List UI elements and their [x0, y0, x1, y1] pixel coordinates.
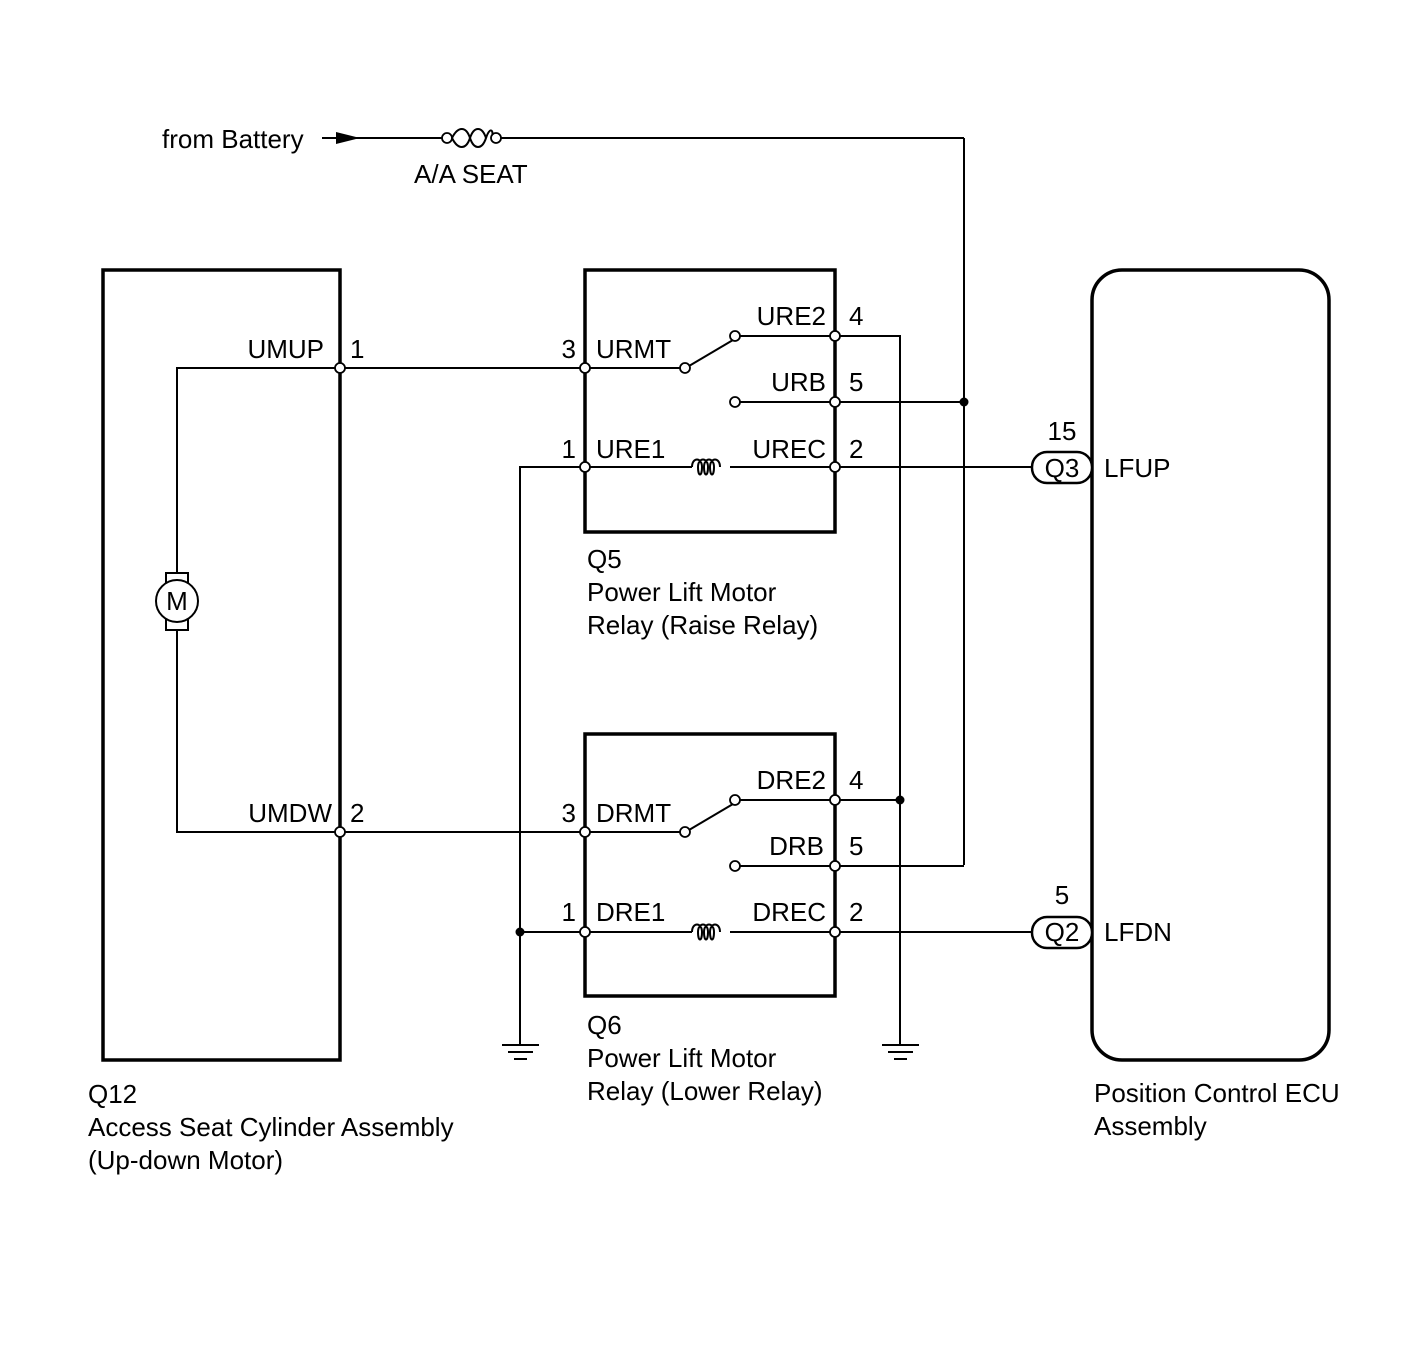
q6-switch-arm: [688, 803, 734, 831]
motor-wire-upper: [176, 367, 340, 573]
ground-icon-right: [882, 1044, 919, 1060]
q5-pin2-number: 2: [849, 434, 863, 464]
q6-pin4-name: DRE2: [757, 765, 826, 795]
q5-pin4-name: URE2: [757, 301, 826, 331]
q5-name: Power Lift Motor: [587, 577, 777, 607]
q6-pin1-name: DRE1: [596, 897, 665, 927]
connector-q3-badge: [1030, 450, 1094, 485]
q6-terminal-5: [829, 860, 841, 872]
q6-contact-no: [729, 794, 741, 806]
ecu-subname: Assembly: [1094, 1111, 1207, 1141]
q6-pin1-number: 1: [562, 897, 576, 927]
ure2-ground-wire: [840, 335, 901, 1045]
q5-terminal-2: [829, 461, 841, 473]
q6-coil-icon: [691, 923, 721, 941]
q5-switch-arm: [688, 339, 734, 367]
q12-code: Q12: [88, 1079, 137, 1109]
fuse-icon: [451, 128, 494, 148]
q5-pin1-number: 1: [562, 434, 576, 464]
battery-arrow-icon: [336, 132, 360, 144]
q6-terminal-2: [829, 926, 841, 938]
q12-pin1-name: UMUP: [247, 334, 324, 364]
q5-switch-pivot: [679, 362, 691, 374]
q6-pin4-number: 4: [849, 765, 863, 795]
ground-icon-left: [502, 1044, 539, 1060]
motor-icon: [155, 579, 199, 623]
q6-pin2-number: 2: [849, 897, 863, 927]
q6-pin5-number: 5: [849, 831, 863, 861]
q5-pin3-number: 3: [562, 334, 576, 364]
ecu-pin-lfdn-name: LFDN: [1104, 917, 1172, 947]
q5-pin1-name: URE1: [596, 434, 665, 464]
q12-subname: (Up-down Motor): [88, 1145, 283, 1175]
q5-code: Q5: [587, 544, 622, 574]
q12-pin2-number: 2: [350, 798, 364, 828]
q5-pin5-name: URB: [771, 367, 826, 397]
q6-name: Power Lift Motor: [587, 1043, 777, 1073]
q5-pin3-name: URMT: [596, 334, 671, 364]
q6-pin2-name: DREC: [752, 897, 826, 927]
q5-terminal-4: [829, 330, 841, 342]
q5-terminal-1: [579, 461, 591, 473]
fuse-terminal-right: [490, 132, 502, 144]
ecu-box: [1090, 268, 1331, 1062]
q5-pin5-number: 5: [849, 367, 863, 397]
q12-terminal-2: [334, 826, 346, 838]
q6-contact-nc: [729, 860, 741, 872]
right-ground-junction: [895, 795, 905, 805]
q5-pin2-name: UREC: [752, 434, 826, 464]
q12-name: Access Seat Cylinder Assembly: [88, 1112, 454, 1142]
ecu-pin-lfdn-number: 5: [1055, 880, 1069, 910]
ecu-pin-lfup-number: 15: [1048, 416, 1077, 446]
connector-q3-label: Q3: [1045, 453, 1080, 483]
battery-source-label: from Battery: [162, 124, 304, 154]
q5-terminal-5: [829, 396, 841, 408]
motor-symbol: M: [166, 586, 188, 616]
q5-terminal-3: [579, 362, 591, 374]
fuse-icon-stroke: [451, 128, 487, 148]
q5-pin4-number: 4: [849, 301, 863, 331]
q5-subname: Relay (Raise Relay): [587, 610, 818, 640]
q5-contact-nc: [729, 396, 741, 408]
ure1-ground-wire: [519, 466, 580, 1045]
q6-terminal-1: [579, 926, 591, 938]
q6-pin3-number: 3: [562, 798, 576, 828]
q12-pin1-number: 1: [350, 334, 364, 364]
q6-code: Q6: [587, 1010, 622, 1040]
q6-subname: Relay (Lower Relay): [587, 1076, 823, 1106]
left-ground-junction: [515, 927, 525, 937]
ecu-pin-lfup-name: LFUP: [1104, 453, 1170, 483]
q12-box: [101, 268, 342, 1062]
q6-pin3-name: DRMT: [596, 798, 671, 828]
q5-coil-icon: [691, 458, 721, 476]
q12-pin2-name: UMDW: [248, 798, 332, 828]
q6-terminal-3: [579, 826, 591, 838]
connector-q2-badge: [1030, 915, 1094, 950]
ecu-name: Position Control ECU: [1094, 1078, 1340, 1108]
q12-terminal-1: [334, 362, 346, 374]
fuse-label: A/A SEAT: [414, 159, 528, 189]
fuse-terminal-left: [441, 132, 453, 144]
motor-wire-lower: [176, 630, 340, 833]
connector-q2-label: Q2: [1045, 917, 1080, 947]
q6-switch-pivot: [679, 826, 691, 838]
q6-pin5-name: DRB: [769, 831, 824, 861]
q5-contact-no: [729, 330, 741, 342]
q6-terminal-4: [829, 794, 841, 806]
